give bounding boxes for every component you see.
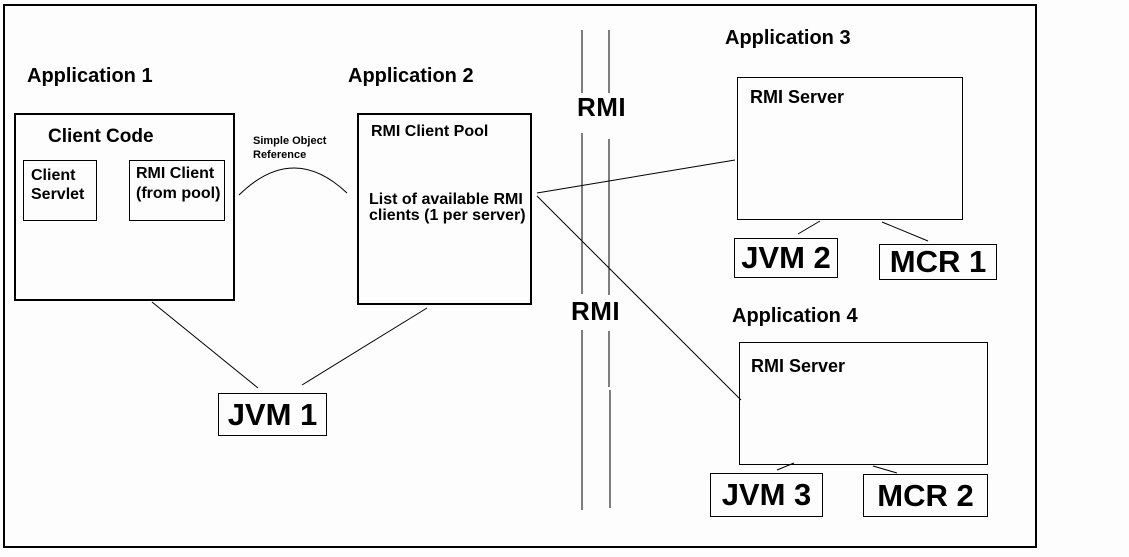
client-servlet-box: Client Servlet xyxy=(23,160,97,221)
pool-to-app3-server-line xyxy=(536,159,736,194)
app3-rmi-server-title: RMI Server xyxy=(750,87,845,107)
client-servlet-line2: Servlet xyxy=(31,186,85,203)
pool-to-app4-server-line xyxy=(536,195,742,401)
jvm2-label: JVM 2 xyxy=(741,240,831,275)
jvm3-label: JVM 3 xyxy=(721,477,812,512)
simple-object-reference-arc xyxy=(238,167,348,196)
pool-body-line1: List of available RMI xyxy=(369,191,523,208)
rmi-boundary-label-bottom: RMI xyxy=(571,296,621,326)
rmi-client-pool-body: List of available RMI clients (1 per ser… xyxy=(369,192,526,224)
application-4-heading: Application 4 xyxy=(732,305,858,327)
diagram-border xyxy=(3,4,1037,548)
rmi-boundary-label-top: RMI xyxy=(577,92,627,122)
rmi-client-line2: (from pool) xyxy=(136,185,221,202)
rmi-client-line1: RMI Client xyxy=(136,165,215,182)
jvm1-label: JVM 1 xyxy=(227,396,318,432)
application-2-heading: Application 2 xyxy=(348,65,474,87)
application-1-heading: Application 1 xyxy=(27,65,153,87)
app4-rmi-server-title: RMI Server xyxy=(751,356,846,376)
simple-object-reference-line1: Simple Object xyxy=(253,135,327,147)
pool-body-line2: clients (1 per server) xyxy=(369,207,526,224)
pool-to-jvm1-line xyxy=(301,307,428,386)
jvm2-box: JVM 2 xyxy=(734,238,838,278)
client-servlet-line1: Client xyxy=(31,167,76,184)
app4-rmi-server-box: RMI Server xyxy=(739,342,988,465)
application-3-heading: Application 3 xyxy=(725,27,851,49)
simple-object-reference-line2: Reference xyxy=(253,149,307,161)
mcr1-box: MCR 1 xyxy=(879,244,997,280)
rmi-client-pool-box: RMI Client Pool List of available RMI cl… xyxy=(357,113,532,305)
simple-object-reference-label: Simple Object Reference xyxy=(253,134,326,162)
client-code-box: Client Code xyxy=(14,113,235,301)
rmi-client-box: RMI Client (from pool) xyxy=(129,160,225,221)
client-code-title: Client Code xyxy=(48,126,154,147)
app3server-to-mcr1-line xyxy=(881,221,929,242)
app4server-to-mcr2-line xyxy=(872,465,898,474)
jvm1-box: JVM 1 xyxy=(218,393,327,436)
rmi-client-pool-title: RMI Client Pool xyxy=(371,123,489,140)
mcr1-label: MCR 1 xyxy=(889,244,987,279)
app3-rmi-server-box: RMI Server xyxy=(737,77,963,220)
app3server-to-jvm2-line xyxy=(797,220,821,235)
mcr2-label: MCR 2 xyxy=(877,477,974,513)
clientcode-to-jvm1-line xyxy=(151,301,259,389)
mcr2-box: MCR 2 xyxy=(863,474,988,517)
jvm3-box: JVM 3 xyxy=(710,473,823,517)
